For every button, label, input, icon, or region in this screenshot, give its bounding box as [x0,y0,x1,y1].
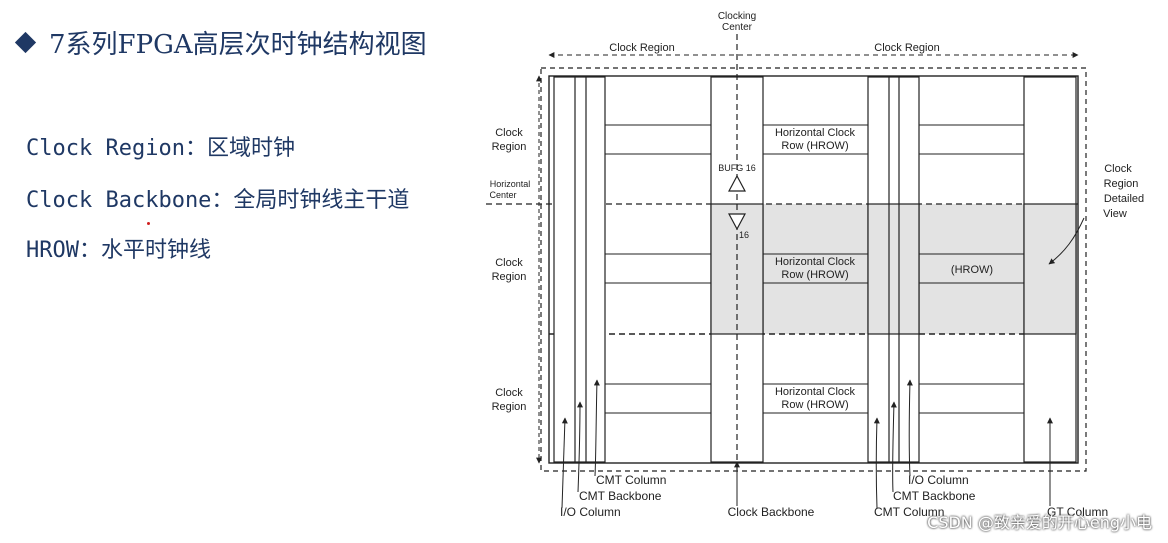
term-hrow: HROW：水平时钟线 [26,238,211,263]
hrow-row3-line1: Horizontal Clock [775,386,856,398]
hrow-row1-line2: Row (HROW) [781,140,848,152]
right-column-group [867,76,920,463]
cmt-column-label: CMT Column [596,473,666,487]
detail-arrow [1048,217,1085,265]
clock-region-3-line2: Region [492,401,527,413]
hrow-row2-line1: Horizontal Clock [775,256,856,268]
left-column-group [553,76,606,463]
slide-title: 7系列FPGA高层次时钟结构视图 [14,24,427,61]
slide-title-text: 7系列FPGA高层次时钟结构视图 [49,30,427,60]
io-column-right-label: I/O Column [908,473,969,487]
io-column-label: I/O Column [560,505,621,519]
detail-label-line3: Detailed [1104,193,1144,205]
cmt-backbone-label: CMT Backbone [579,489,662,503]
hrow-row3-line2: Row (HROW) [781,399,848,411]
cmt-backbone-right-label: CMT Backbone [893,489,976,503]
detail-label-line1: Clock [1104,163,1132,175]
bufg-down-label: 16 [739,230,749,240]
hrow-row1-line1: Horizontal Clock [775,127,856,139]
red-dot-mark [147,222,150,225]
csdn-watermark: CSDN @致亲爱的开心eng小电 [927,513,1152,532]
term-clock-region: Clock Region：区域时钟 [26,136,295,161]
clock-region-label-left: Clock Region [609,42,674,54]
device-frame [548,75,1079,464]
bufg-down-triangle-icon [728,213,746,231]
horizontal-center-line1: Horizontal [490,179,531,189]
leader-arrows [561,379,1053,509]
clock-region-1-line2: Region [492,141,527,153]
gt-column-label: GT Column [1047,505,1108,519]
clock-region-2-line2: Region [492,271,527,283]
cmt-column-right-label: CMT Column [874,505,944,519]
hrow-lines [605,124,1024,414]
detail-label-line4: View [1103,208,1127,220]
hrow-row2-right: (HROW) [951,264,993,276]
bufg-up-triangle-icon [728,174,746,192]
clock-backbone-label: Clock Backbone [728,505,815,519]
clock-backbone-column [710,34,764,470]
horizontal-center-line2: Center [489,190,516,200]
hrow-row2-line2: Row (HROW) [781,269,848,281]
clocking-center-label-1: Clocking [718,11,756,22]
detail-label-line2: Region [1104,178,1139,190]
clock-region-2-line1: Clock [495,257,523,269]
bufg-up-label: BUFG 16 [718,163,756,173]
clock-region-1-line1: Clock [495,127,523,139]
clocking-center-label-2: Center [722,22,753,33]
term-clock-backbone: Clock Backbone：全局时钟线主干道 [26,188,410,213]
clock-region-label-right: Clock Region [874,42,939,54]
gt-column [1023,76,1077,463]
clock-region-3-line1: Clock [495,387,523,399]
